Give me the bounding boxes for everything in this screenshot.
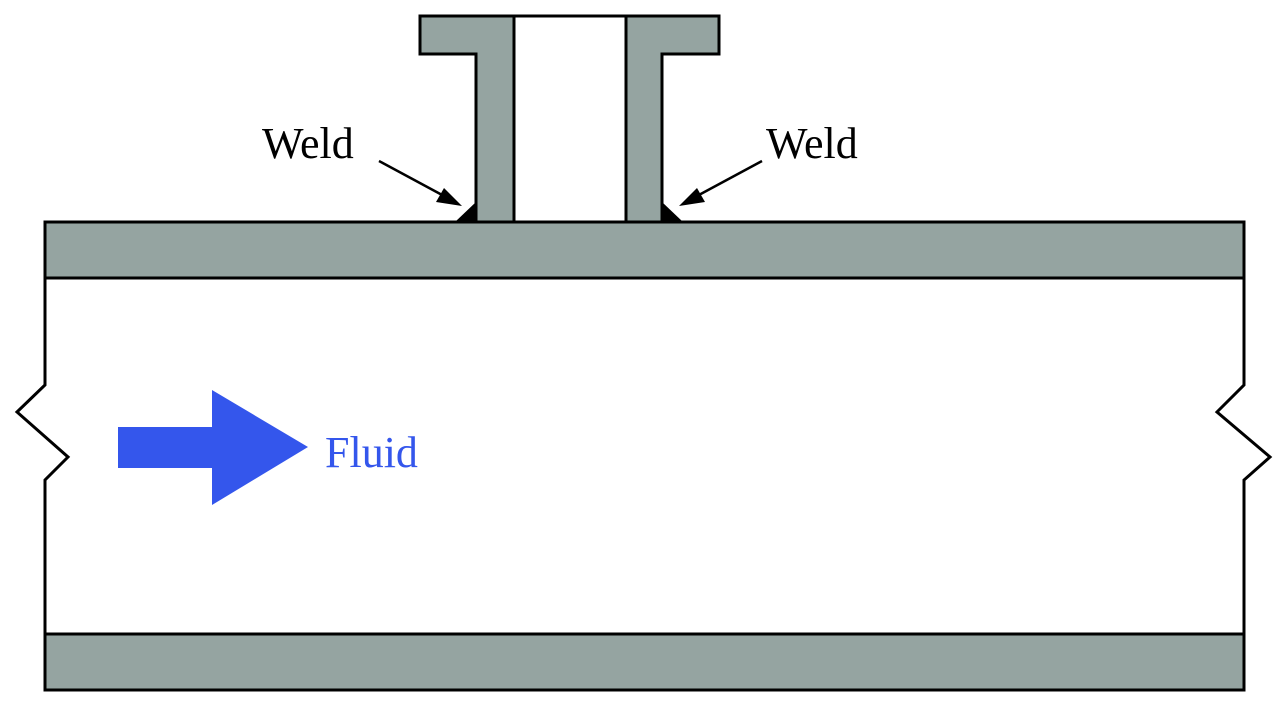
nozzle-right-wall	[624, 14, 721, 224]
weld-right-label: Weld	[766, 119, 858, 168]
weld-left-fillet	[455, 202, 476, 222]
fluid-flow-arrow-icon	[118, 390, 308, 505]
pipe-top-wall	[43, 220, 1246, 280]
pipe-bottom-wall	[43, 632, 1246, 692]
weld-right-leader-line	[696, 159, 763, 198]
weld-right-fillet	[662, 202, 683, 222]
fluid-label: Fluid	[325, 428, 418, 477]
weld-left-leader-line	[378, 159, 445, 198]
weld-right-arrowhead	[679, 188, 705, 206]
weld-left-arrowhead	[436, 188, 462, 206]
weld-left-label: Weld	[262, 119, 354, 168]
